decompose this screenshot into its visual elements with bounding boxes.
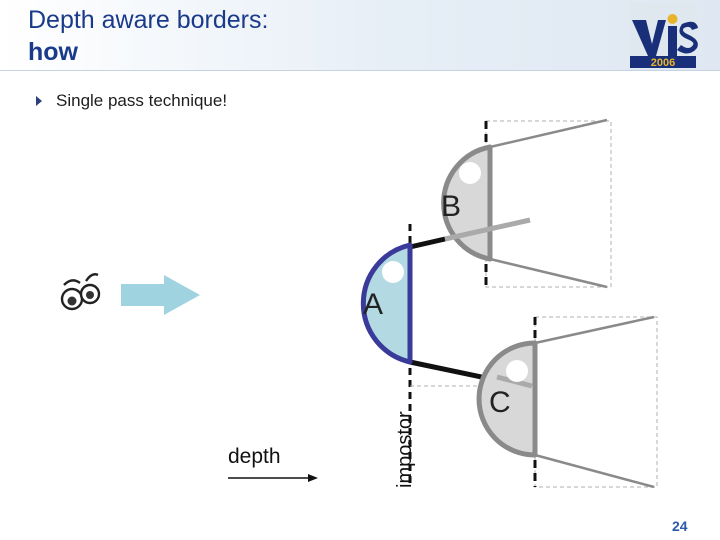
connector-a-b [409,236,446,250]
bullet-arrow-icon [36,96,42,106]
bullet-text: Single pass technique! [56,91,228,110]
title-line-2: how [28,38,78,66]
slide-title: Depth aware borders: how [28,4,268,68]
slide-header: Depth aware borders: how 2006 [0,0,720,71]
bullet-item: Single pass technique! [36,91,227,111]
title-line-1: Depth aware borders: [28,6,269,34]
node-a [360,242,413,365]
page-number: 24 [672,518,688,534]
vis-2006-logo: 2006 [630,2,698,69]
logo-year: 2006 [651,57,675,69]
depth-axis-arrow [228,474,318,482]
impostor-label: impostor [394,411,416,488]
node-b [441,118,612,289]
right-arrow-icon [121,275,200,315]
eye-icon [60,273,101,311]
depth-label: depth [228,445,281,468]
node-c [410,315,658,489]
node-a-label: A [363,288,384,321]
node-c-label: C [489,386,511,419]
node-b-label: B [441,190,462,223]
